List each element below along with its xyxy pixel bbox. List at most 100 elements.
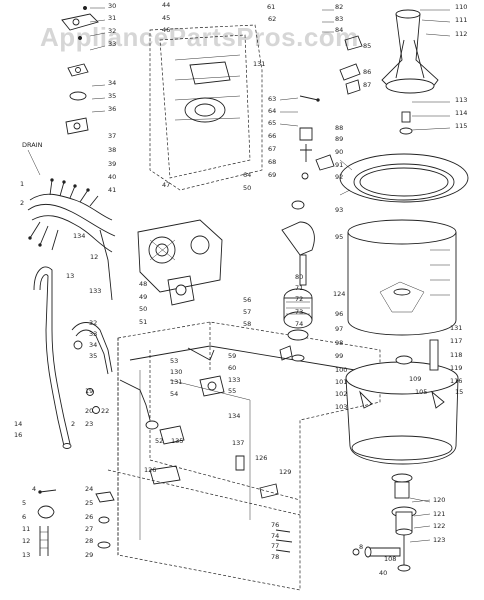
part-label: 64 [268,107,276,115]
part-label: 134 [228,412,240,420]
part-label: 109 [409,375,421,383]
part-label: 74 [271,532,279,540]
inlet-hoses [71,322,159,430]
part-label: 89 [335,135,343,143]
part-label: 67 [268,145,276,153]
bottom-left-parts [37,489,115,556]
part-label: 13 [22,551,30,559]
part-label: 116 [450,377,462,385]
part-label: 122 [433,522,445,530]
part-label: 123 [433,536,445,544]
part-label: 59 [228,352,236,360]
part-label: 24 [85,485,93,493]
part-label: 27 [85,525,93,533]
part-label: 64 [243,171,251,179]
part-label: 91 [335,161,343,169]
part-label: 84 [335,26,343,34]
part-label: 54 [170,390,178,398]
part-label: 31 [108,14,116,22]
part-label: 19 [85,387,93,395]
part-label: 26 [85,513,93,521]
part-label: 118 [450,351,462,359]
part-label: 37 [108,132,116,140]
part-label: 63 [268,95,276,103]
part-label: 4 [32,485,36,493]
top-mount-plate [149,24,263,191]
part-label: 16 [14,431,22,439]
part-label: 62 [268,15,276,23]
part-label: 93 [335,206,343,214]
part-label: 11 [22,525,30,533]
part-label: 121 [433,510,445,518]
part-label: 13 [66,272,74,280]
part-label: 8 [359,543,363,551]
tub-basket [339,153,469,336]
part-label: 72 [295,295,303,303]
part-label: 40 [379,569,387,577]
part-label: 48 [139,280,147,288]
part-label: 77 [271,542,279,550]
part-label: 57 [243,308,251,316]
part-label: 95 [335,233,343,241]
part-label: 33 [89,330,97,338]
part-label: 92 [335,173,343,181]
part-label: 39 [108,160,116,168]
part-label: 112 [455,30,467,38]
part-label: 35 [89,352,97,360]
part-label: 29 [85,551,93,559]
part-label: 34 [89,341,97,349]
part-label: 74 [295,320,303,328]
part-label: 53 [170,357,178,365]
part-label: 6 [22,513,26,521]
part-label: 100 [335,366,347,374]
part-label: 20 [85,407,93,415]
part-label: 35 [108,92,116,100]
part-label: 88 [335,124,343,132]
part-label: 52 [155,437,163,445]
part-label: 5 [22,499,26,507]
part-label: 40 [108,173,116,181]
part-label: 119 [450,364,462,372]
right-small-parts [279,9,363,180]
drain-label: DRAIN [22,141,43,149]
part-label: 130 [170,368,182,376]
part-label: 2 [20,199,24,207]
part-label: 78 [271,553,279,561]
part-label: 51 [139,318,147,326]
part-label: 22 [101,407,109,415]
part-label: 47 [162,181,170,189]
part-label: 45 [162,14,170,22]
gear-assembly [137,219,223,306]
part-label: 12 [22,537,30,545]
part-label: 69 [268,171,276,179]
part-label: 90 [335,148,343,156]
part-label: 28 [85,537,93,545]
part-label: 14 [14,420,22,428]
part-label: 133 [89,287,101,295]
part-label: 133 [228,376,240,384]
part-label: 83 [335,15,343,23]
part-label: 50 [243,184,251,192]
watermark: AppliancePartsPros.com [40,22,359,52]
center-lower-parts [149,345,305,553]
part-label: 49 [139,293,147,301]
part-label: 2 [71,420,75,428]
part-label: 87 [363,81,371,89]
part-label: 99 [335,352,343,360]
bottom-pump [352,499,431,572]
part-label: 80 [295,273,303,281]
left-small-parts [61,5,106,135]
wire-harness [27,178,116,301]
outer-tub [345,339,459,503]
part-label: 135 [171,437,183,445]
part-label: 38 [108,146,116,154]
part-label: 111 [455,16,467,24]
part-label: 131 [450,324,462,332]
part-label: 129 [279,468,291,476]
part-label: 131 [253,60,265,68]
part-label: 76 [271,521,279,529]
part-label: 131 [170,378,182,386]
part-label: 32 [89,319,97,327]
part-label: 36 [108,105,116,113]
